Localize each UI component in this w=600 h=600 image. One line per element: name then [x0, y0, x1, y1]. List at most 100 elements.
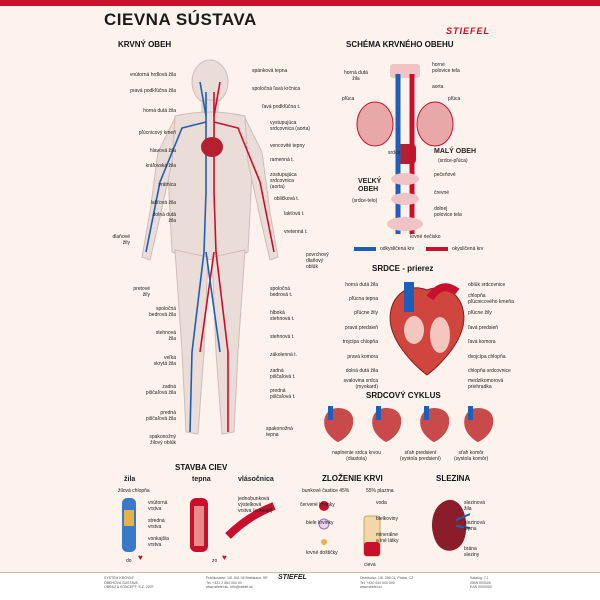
label-body-right-3: vystupujúca srdcovnica (aorta) [270, 120, 311, 132]
cycle-label-2: sťah komôr (systola komôr) [454, 450, 489, 462]
spleen-figure [432, 499, 470, 551]
heart-left-2: pľúcne žily [354, 310, 378, 316]
brand-logo: STIEFEL [446, 26, 491, 36]
blood-cells-pct: bunkové častice 45% [302, 488, 350, 494]
blood-item-vessel: cievа [364, 562, 376, 568]
heading-blood: ZLOŽENIE KRVI [322, 474, 383, 483]
spleen-vein: slezinová žila [464, 500, 485, 512]
blood-item-proteins: bielkoviny [376, 516, 398, 522]
blood-item-water: voda [376, 500, 387, 506]
spleen-artery: slezinová tepna [464, 520, 485, 532]
schema-right-7: dolnej polovice tela [434, 206, 462, 218]
label-body-right-15: zadná piščaľová t. [270, 368, 296, 380]
heading-cycle: SRDCOVÝ CYKLUS [366, 391, 441, 400]
footer-right: Katalóg: 7.1 ISBN 000000 EAN 0000000 [470, 576, 492, 589]
vessel-artery-title: tepna [192, 476, 211, 483]
heading-spleen: SLEZINA [436, 474, 471, 483]
spleen-hilum: brána sleziny [464, 546, 480, 558]
cycle-label-0: naplnenie srdca krvou (diastola) [332, 450, 381, 462]
vessel-to-heart: do [126, 558, 132, 564]
label-body-right-11: spoločná bedrová t. [270, 286, 293, 298]
label-body-right-7: obličková t. [274, 196, 300, 202]
label-body-left-10: pretové žily [133, 286, 150, 298]
heart-right-7: medzikomorová priehradka [468, 378, 504, 390]
schema-right-3: MALÝ OBEH [434, 148, 476, 155]
label-body-right-13: stehnová t. [270, 334, 295, 340]
vessel-valve-label: žilová chlopňa [118, 488, 150, 494]
heart-left-4: trojcípa chlopňa [342, 339, 378, 345]
footer [0, 572, 600, 600]
heading-heart: SRDCE - prierez [372, 264, 434, 273]
heart-right-0: oblúk srdcovnice [468, 282, 506, 288]
schema-left-0: horná dutá žila [344, 70, 368, 82]
label-body-left-14: zadná piščaľová žila [145, 384, 176, 396]
schema-right-0: horné polovice tela [432, 62, 460, 74]
heart-right-6: chlopňa srdcovnice [468, 368, 511, 374]
blood-item-minerals: minerálne a iné látky [376, 532, 399, 544]
label-body-right-14: zákolenná t. [270, 352, 297, 358]
body-figure [141, 59, 279, 435]
label-body-left-0: vnútorná hrdlová žila [129, 72, 176, 78]
label-body-right-8: lakťová t. [284, 211, 305, 217]
label-body-left-12: stehnová žila [155, 330, 176, 342]
vessel-layer-1: stredná vrstva [148, 518, 165, 530]
label-body-right-4: vencovité tepny [270, 143, 305, 149]
label-body-left-1: pravá podkľúčna žila [130, 88, 176, 94]
schema-left-4: (srdce-telo) [352, 198, 378, 204]
heading-vessels: STAVBA CIEV [175, 463, 228, 472]
label-body-right-10: povrchový dlaňový oblúk [306, 252, 329, 270]
legend-red-label: okysličená krv [452, 246, 484, 252]
label-body-right-1: spoločná ľavá krčnica [252, 86, 301, 92]
label-body-right-17: spakonožná tepna [266, 426, 293, 438]
heart-left-6: dolná dutá žila [345, 368, 378, 374]
schema-left-1: pľúca [342, 96, 355, 102]
legend-blue-swatch [354, 247, 376, 251]
poster-title: CIEVNA SÚSTAVA [104, 10, 257, 29]
heart-left-1: pľúcna tepna [349, 296, 378, 302]
heart-right-3: ľavá predsieň [468, 325, 499, 331]
vessel-capillary-title: vlásočnica [238, 476, 274, 483]
heart-section [389, 282, 465, 376]
schema-right-1: aorta [432, 84, 444, 90]
heart-icon-from: ♥ [222, 553, 227, 562]
label-body-left-16: spakonožný žilový oblúk [149, 434, 176, 446]
label-body-left-5: kráľovská žila [145, 163, 176, 169]
heart-right-5: dvojcípa chlopňa [468, 354, 506, 360]
label-body-left-8: dolná dutá žila [152, 212, 176, 224]
legend-blue-label: odkysličená krv [380, 246, 415, 252]
vessel-endothelium: jednobunková výstelková vrstva (endotel) [238, 496, 273, 514]
heading-schema: SCHÉMA KRVNÉHO OBEHU [346, 40, 454, 49]
heart-icon-to: ♥ [138, 553, 143, 562]
heart-right-1: chlopňa pľúcnicového kmeňa [468, 293, 514, 305]
circulation-schema [356, 64, 454, 234]
schema-mid: krvné riečisko [410, 234, 441, 240]
blood-item-platelets: krvné doštičky [306, 550, 338, 556]
heart-left-0: horná dutá žila [345, 282, 378, 288]
label-body-right-12: hlboká stehnová t. [270, 310, 295, 322]
heading-body: KRVNÝ OBEH [118, 40, 172, 49]
schema-right-2: pľúca [448, 96, 461, 102]
label-body-right-6: zostupujúca srdcovnica (aorta) [270, 172, 297, 190]
label-body-right-16: predná piščaľová t. [270, 388, 296, 400]
blood-plasma-pct: 55% plazma [366, 488, 394, 494]
schema-right-4: (srdce-pľúca) [438, 158, 468, 164]
schema-left-2: srdce [388, 150, 401, 156]
label-body-right-9: vretenná t. [284, 229, 308, 235]
heart-left-5: pravá komora [347, 354, 378, 360]
heart-left-7: svalovina srdca (myokard) [343, 378, 378, 390]
schema-right-6: črevné [434, 190, 450, 196]
vessel-from-heart: zo [212, 558, 218, 564]
label-body-left-4: hlavová žila [149, 148, 176, 154]
label-body-right-5: ramenná t. [270, 157, 294, 163]
cardiac-cycle-figures [324, 406, 494, 442]
footer-publisher: Publikované: 1/8, 841 05 Bratislava, SR … [206, 576, 268, 589]
label-body-left-3: pľúcnicový kmeň [138, 130, 176, 136]
footer-distributor: Distribútor: 1/8, 286 01, Praha, CZ Tel:… [360, 576, 414, 589]
label-body-left-9: dlaňové žily [112, 234, 130, 246]
heart-left-3: pravá predsieň [344, 325, 378, 331]
label-body-left-6: vrátnica [158, 182, 176, 188]
label-body-left-13: veľká skrytá žila [153, 355, 176, 367]
top-accent-bar [0, 0, 600, 6]
heart-right-4: ľavá komora [468, 339, 496, 345]
